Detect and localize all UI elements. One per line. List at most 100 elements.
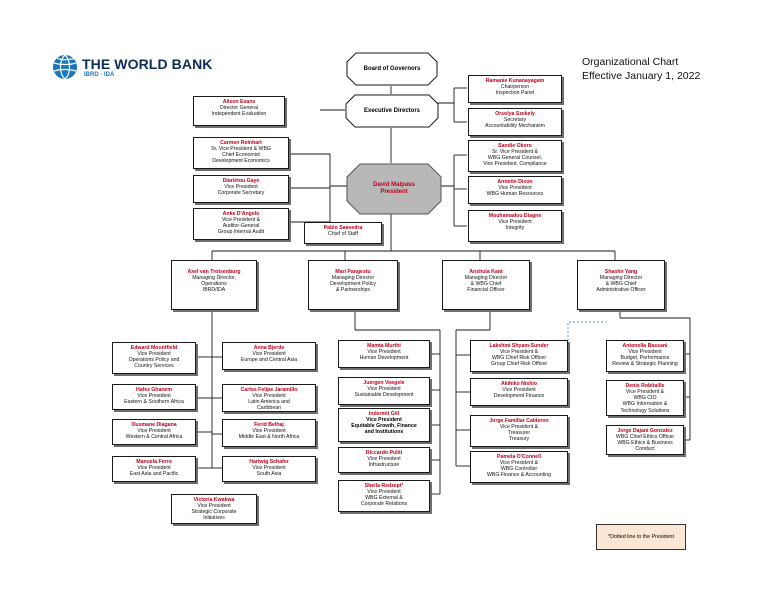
role-line: WBG Chief Ethics Officer <box>615 434 675 441</box>
person-name: Sandie Okoro <box>498 143 532 149</box>
person-name: Pamela O'Connell <box>497 454 541 460</box>
role-line: Corporate Relations <box>360 501 408 508</box>
role-line: Operations Policy and <box>128 357 180 364</box>
role-line: Vice President <box>252 465 286 472</box>
role-line: Independent Evaluation <box>211 111 267 118</box>
role-line: WBG Finance & Accounting <box>486 472 551 479</box>
person-name: Diariétou Gaye <box>222 178 260 184</box>
role-line: Vice President <box>197 503 231 510</box>
person-name: Hafez Ghanem <box>135 387 173 393</box>
role-line: Managing Director <box>599 275 643 282</box>
person-name: Anshula Kant <box>469 269 503 275</box>
role-line: Vice President & <box>499 460 539 467</box>
logo-subtitle: IBRD · IDA <box>84 72 115 78</box>
role-line: WBG Human Resources <box>486 191 544 198</box>
president-octagon <box>346 163 442 215</box>
role-line: Conduct <box>635 446 655 453</box>
role-line: Vice President <box>366 417 402 424</box>
role-line: Treasury <box>508 436 530 443</box>
role-line: WBG External & <box>365 495 403 502</box>
role-line: Vice President & <box>625 389 665 396</box>
person-name: Anke D'Angelo <box>222 211 260 217</box>
role-line: & Partnerships <box>335 287 371 294</box>
role-line: Vice President <box>137 393 171 400</box>
role-line: Managing Director, <box>192 275 236 282</box>
person-name: Juergen Voegele <box>363 380 405 386</box>
globe-icon <box>53 54 77 80</box>
role-line: Country Services <box>134 363 174 370</box>
person-name: Mari Pangestu <box>335 269 371 275</box>
role-line: Review & Strategic Planning <box>612 361 678 368</box>
role-line: Sr. Vice President & <box>491 149 539 156</box>
role-line: Treasurer <box>507 430 531 437</box>
role-line: Vice President & <box>499 349 539 356</box>
role-line: Operations <box>201 281 227 288</box>
role-line: Vice President & <box>499 424 539 431</box>
role-line: Secretary <box>503 117 527 124</box>
person-name: Jorge Familiar Calderon <box>489 418 549 424</box>
dotted-line-note: *Dotted line to the President <box>596 524 686 550</box>
person-name: Ramanie Kunanayagam <box>485 78 545 84</box>
role-line: Vice President <box>137 428 171 435</box>
person-name: Ferid Belhaj <box>254 422 284 428</box>
person-name: Axel van Trotsenburg <box>187 269 241 275</box>
person-name: Carlos Felipe Jaramillo <box>240 387 298 393</box>
role-line: & WBG Chief <box>470 281 502 288</box>
person-name: Jorge Dajani Gonzalez <box>617 428 673 434</box>
role-line: Sr. Vice President & WBG <box>211 146 271 153</box>
role-line: Vice President <box>502 387 536 394</box>
chart-effective-date: Effective January 1, 2022 <box>582 69 701 82</box>
role-line: Vice President <box>137 351 171 358</box>
role-line: Sustainable Development <box>354 392 414 399</box>
role-line: Vice President <box>367 386 401 393</box>
role-line: Chief of Staff <box>328 231 358 238</box>
role-line: Vice President, Compliance <box>483 161 547 168</box>
role-line: Vice President <box>252 428 286 435</box>
role-line: WBG Ethics & Business <box>617 440 673 447</box>
role-line: Group Internal Audit <box>217 229 265 236</box>
person-name: Mouhamadou Diagne <box>488 213 542 219</box>
person-name: Alison Evans <box>222 99 256 105</box>
role-line: WBG CIO <box>633 395 657 402</box>
role-line: Vice President & <box>221 217 261 224</box>
role-line: Development Policy <box>330 281 376 288</box>
role-line: & WBG Chief <box>605 281 637 288</box>
role-line: Integrity <box>505 225 525 232</box>
role-line: Development Finance <box>493 393 545 400</box>
role-line: Chairperson <box>500 84 530 91</box>
person-name: Carmen Reinhart <box>220 140 262 146</box>
role-line: Western & Central Africa <box>125 434 183 441</box>
role-line: Financial Officer <box>467 287 505 294</box>
role-line: Development Economics <box>212 158 270 165</box>
role-line: Corporate Secretary <box>217 190 265 197</box>
role-line: Accountability Mechanism <box>485 123 545 130</box>
person-name: Antonella Bassani <box>622 343 668 349</box>
role-line: Human Development <box>359 355 409 362</box>
person-name: Pablo Saavedra <box>323 225 363 231</box>
person-name: Manuela Ferro <box>136 459 172 465</box>
person-name: Orsolya Szekely <box>495 111 535 117</box>
person-name: Akihiko Nishio <box>500 381 538 387</box>
role-line: Vice President <box>137 465 171 472</box>
person-name: Annette Dixon <box>497 179 533 185</box>
